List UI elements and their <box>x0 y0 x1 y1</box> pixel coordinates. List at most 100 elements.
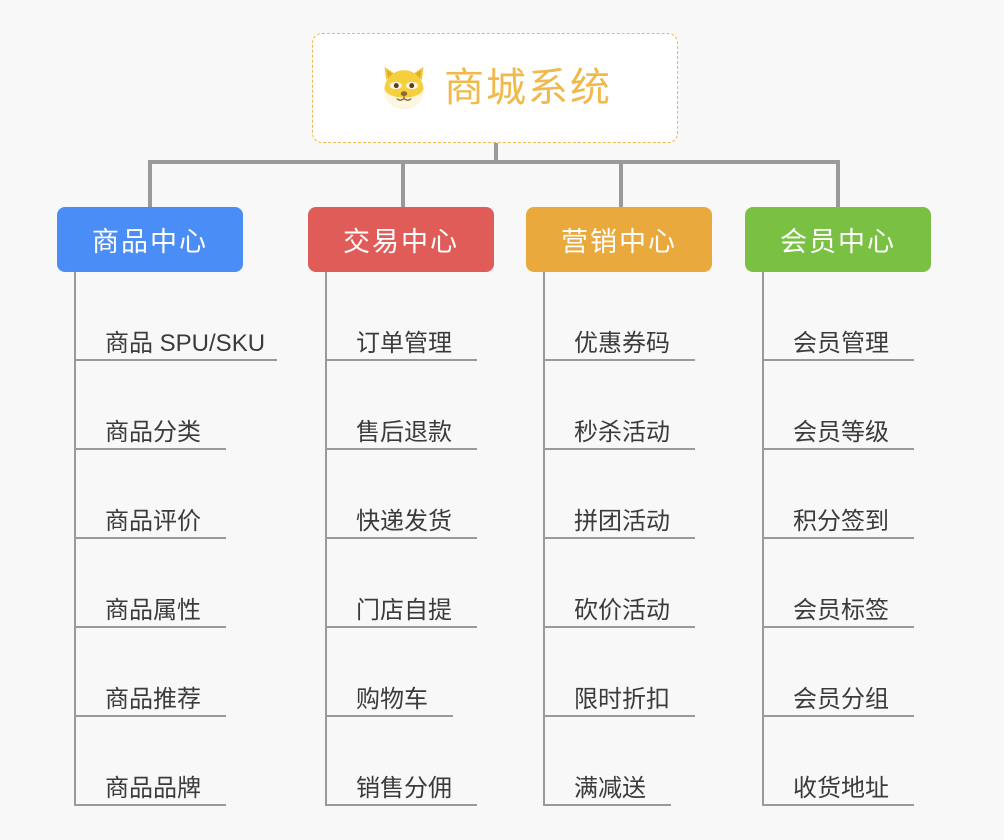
leaf-label: 会员标签 <box>793 596 889 624</box>
category-column-会员中心: 会员中心 会员管理 会员等级 积分签到 会员标签 会员分组 <box>745 207 995 822</box>
category-column-营销中心: 营销中心 优惠券码 秒杀活动 拼团活动 砍价活动 限时折扣 <box>526 207 776 822</box>
category-header-交易中心[interactable]: 交易中心 <box>308 207 494 272</box>
shiba-dog-face-icon <box>384 66 424 110</box>
leaf-label: 订单管理 <box>356 329 452 357</box>
leaf-label: 门店自提 <box>356 596 452 624</box>
leaf-item[interactable]: 快递发货 <box>308 450 558 539</box>
leaf-underline <box>325 537 477 539</box>
leaf-underline <box>762 715 914 717</box>
leaf-underline <box>762 537 914 539</box>
leaf-item[interactable]: 商品评价 <box>57 450 307 539</box>
connector-root-drop <box>494 143 498 163</box>
leaf-item[interactable]: 商品分类 <box>57 361 307 450</box>
leaf-label: 商品分类 <box>105 418 201 446</box>
leaf-label: 商品品牌 <box>105 774 201 802</box>
leaf-list-交易中心: 订单管理 售后退款 快递发货 门店自提 购物车 销售分佣 <box>308 272 558 806</box>
leaf-label: 销售分佣 <box>356 774 452 802</box>
category-spine <box>74 272 76 806</box>
leaf-label: 拼团活动 <box>574 507 670 535</box>
leaf-item[interactable]: 收货地址 <box>745 717 995 806</box>
leaf-label: 会员分组 <box>793 685 889 713</box>
leaf-item[interactable]: 拼团活动 <box>526 450 776 539</box>
leaf-item[interactable]: 销售分佣 <box>308 717 558 806</box>
leaf-item[interactable]: 会员分组 <box>745 628 995 717</box>
leaf-label: 限时折扣 <box>574 685 670 713</box>
leaf-item[interactable]: 商品品牌 <box>57 717 307 806</box>
leaf-label: 优惠券码 <box>574 329 670 357</box>
root-node[interactable]: 商城系统 <box>312 33 678 143</box>
category-header-label: 会员中心 <box>780 227 896 257</box>
category-spine <box>543 272 545 806</box>
leaf-list-营销中心: 优惠券码 秒杀活动 拼团活动 砍价活动 限时折扣 满减送 <box>526 272 776 806</box>
leaf-item[interactable]: 商品属性 <box>57 539 307 628</box>
leaf-underline <box>74 804 226 806</box>
leaf-label: 商品属性 <box>105 596 201 624</box>
leaf-label: 会员等级 <box>793 418 889 446</box>
leaf-item[interactable]: 商品 SPU/SKU <box>57 272 307 361</box>
leaf-underline <box>325 448 477 450</box>
leaf-underline <box>325 715 453 717</box>
leaf-label: 快递发货 <box>356 507 452 535</box>
connector-drop-会员中心 <box>836 160 840 208</box>
leaf-label: 会员管理 <box>793 329 889 357</box>
connector-horizontal-bus <box>148 160 840 164</box>
leaf-underline <box>543 804 671 806</box>
leaf-label: 售后退款 <box>356 418 452 446</box>
leaf-item[interactable]: 秒杀活动 <box>526 361 776 450</box>
leaf-label: 秒杀活动 <box>574 418 670 446</box>
leaf-item[interactable]: 购物车 <box>308 628 558 717</box>
leaf-item[interactable]: 会员等级 <box>745 361 995 450</box>
connector-drop-商品中心 <box>148 160 152 208</box>
leaf-underline <box>543 537 695 539</box>
leaf-label: 购物车 <box>356 685 428 713</box>
leaf-label: 商品 SPU/SKU <box>105 329 266 357</box>
leaf-list-会员中心: 会员管理 会员等级 积分签到 会员标签 会员分组 收货地址 <box>745 272 995 806</box>
leaf-underline <box>74 448 226 450</box>
leaf-item[interactable]: 优惠券码 <box>526 272 776 361</box>
leaf-item[interactable]: 门店自提 <box>308 539 558 628</box>
leaf-item[interactable]: 订单管理 <box>308 272 558 361</box>
leaf-underline <box>543 359 695 361</box>
category-header-label: 营销中心 <box>561 227 677 257</box>
leaf-label: 满减送 <box>574 774 646 802</box>
category-spine <box>762 272 764 806</box>
leaf-label: 商品评价 <box>105 507 201 535</box>
leaf-underline <box>325 626 477 628</box>
category-header-营销中心[interactable]: 营销中心 <box>526 207 712 272</box>
connector-drop-营销中心 <box>619 160 623 208</box>
category-spine <box>325 272 327 806</box>
leaf-underline <box>762 448 914 450</box>
leaf-underline <box>325 359 477 361</box>
category-column-交易中心: 交易中心 订单管理 售后退款 快递发货 门店自提 购物车 <box>308 207 558 822</box>
connector-drop-交易中心 <box>401 160 405 208</box>
leaf-underline <box>325 804 477 806</box>
leaf-item[interactable]: 砍价活动 <box>526 539 776 628</box>
leaf-underline <box>74 537 226 539</box>
leaf-item[interactable]: 积分签到 <box>745 450 995 539</box>
leaf-underline <box>74 626 226 628</box>
leaf-underline <box>74 715 226 717</box>
leaf-underline <box>543 715 695 717</box>
leaf-label: 积分签到 <box>793 507 889 535</box>
leaf-label: 商品推荐 <box>105 685 201 713</box>
root-title: 商城系统 <box>444 66 612 110</box>
leaf-item[interactable]: 会员标签 <box>745 539 995 628</box>
leaf-underline <box>762 804 914 806</box>
leaf-underline <box>543 448 695 450</box>
leaf-underline <box>74 359 277 361</box>
leaf-label: 收货地址 <box>793 774 889 802</box>
leaf-item[interactable]: 售后退款 <box>308 361 558 450</box>
leaf-list-商品中心: 商品 SPU/SKU 商品分类 商品评价 商品属性 商品推荐 商品品牌 <box>57 272 307 806</box>
leaf-item[interactable]: 商品推荐 <box>57 628 307 717</box>
category-header-商品中心[interactable]: 商品中心 <box>57 207 243 272</box>
category-header-会员中心[interactable]: 会员中心 <box>745 207 931 272</box>
leaf-item[interactable]: 会员管理 <box>745 272 995 361</box>
leaf-item[interactable]: 限时折扣 <box>526 628 776 717</box>
leaf-item[interactable]: 满减送 <box>526 717 776 806</box>
leaf-underline <box>762 626 914 628</box>
category-header-label: 商品中心 <box>92 227 208 257</box>
leaf-label: 砍价活动 <box>574 596 670 624</box>
category-column-商品中心: 商品中心 商品 SPU/SKU 商品分类 商品评价 商品属性 商品推荐 <box>57 207 307 822</box>
leaf-underline <box>543 626 695 628</box>
